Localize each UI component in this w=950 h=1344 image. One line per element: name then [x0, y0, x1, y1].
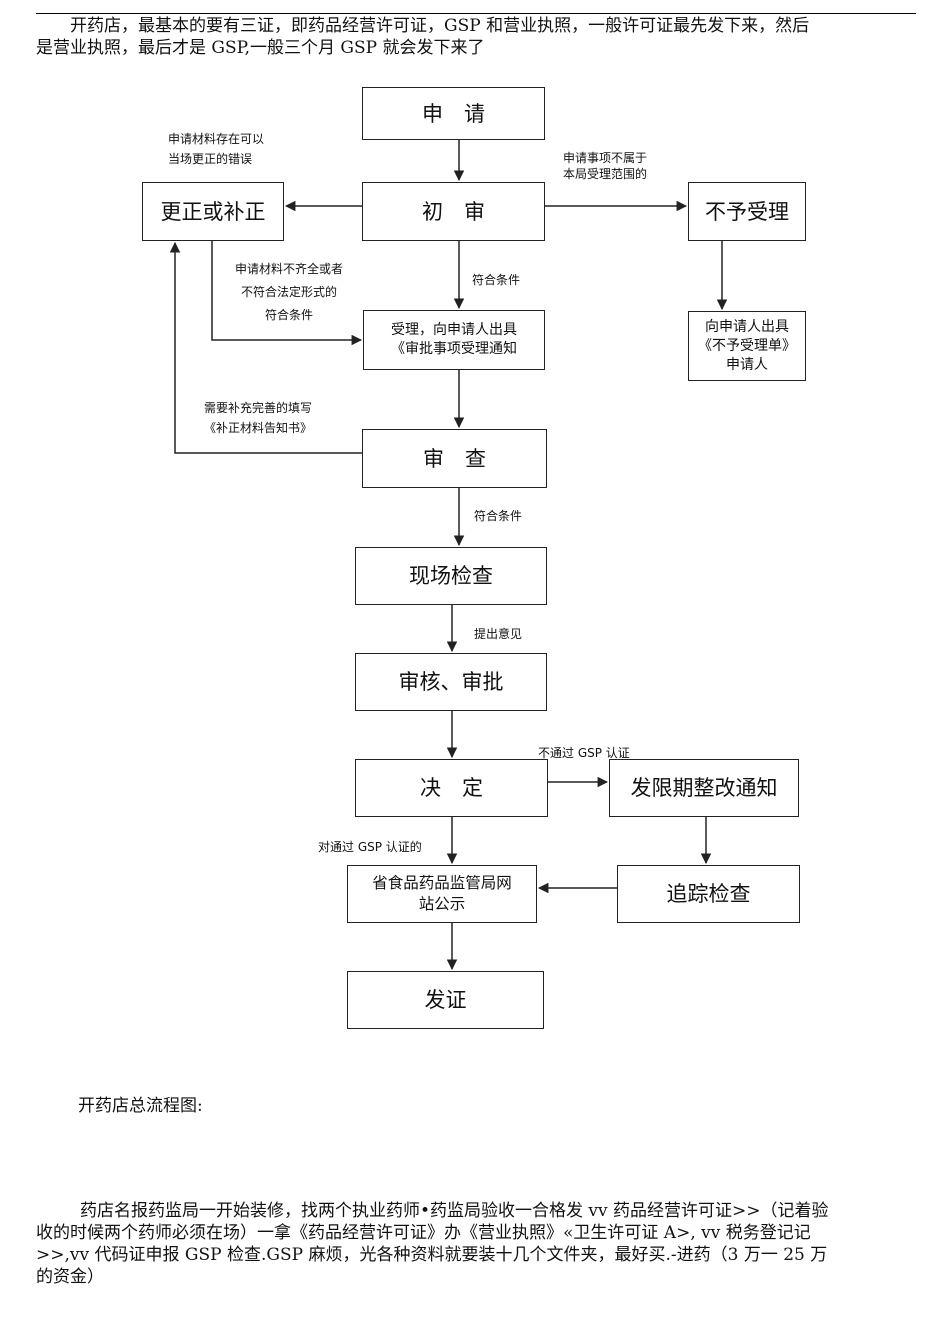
note-gsp-pass-text: 对通过 GSP 认证的 — [318, 840, 422, 854]
flowchart-caption: 开药店总流程图: — [78, 1096, 203, 1116]
box-reject-notice-line-3: 申请人 — [726, 356, 768, 373]
intro-line-2: 是营业执照，最后才是 GSP,一般三个月 GSP 就会发下来了 — [36, 38, 485, 58]
note-gsp-fail-text: 不通过 GSP 认证 — [538, 746, 630, 760]
arrow-correct-to-accept — [211, 241, 363, 346]
box-audit-approve: 审核、审批 — [355, 653, 547, 711]
arrow-examine-to-correct — [169, 241, 362, 454]
box-reject-label: 不予受理 — [705, 199, 789, 224]
box-issue-label: 发证 — [424, 988, 467, 1012]
box-publish: 省食品药品监管局网 站公示 — [347, 865, 537, 923]
box-follow-up-label: 追踪检查 — [666, 882, 751, 906]
note-incomplete-line-2: 不符合法定形式的 — [240, 285, 337, 299]
box-accept-line-1: 受理，向申请人出具 — [391, 322, 517, 338]
body-paragraph: 药店名报药监局一开始装修，找两个执业药师•药监局验收一合格发 vv 药品经营许可… — [36, 1200, 916, 1288]
body-line-1: 药店名报药监局一开始装修，找两个执业药师•药监局验收一合格发 vv 药品经营许可… — [80, 1201, 829, 1221]
flowchart-connectors — [169, 140, 728, 971]
note-gsp-fail: 不通过 GSP 认证 — [538, 743, 630, 763]
box-publish-line-2: 站公示 — [418, 895, 466, 913]
box-initial-review: 初 审 — [362, 182, 545, 241]
box-reject: 不予受理 — [688, 182, 806, 241]
box-correct-label: 更正或补正 — [160, 199, 266, 224]
box-correct: 更正或补正 — [142, 182, 284, 241]
box-examine: 审 查 — [362, 429, 547, 488]
box-apply-label: 申 请 — [422, 101, 485, 126]
top-rule — [36, 13, 916, 14]
note-meets-1-text: 符合条件 — [472, 273, 521, 287]
box-rectify-notice-label: 发限期整改通知 — [630, 776, 778, 800]
note-incomplete: 申请材料不齐全或者 不符合法定形式的 符合条件 — [224, 258, 354, 327]
note-supplement-line-2: 《补正材料告知书》 — [204, 421, 313, 435]
note-out-of-scope-line-2: 本局受理范围的 — [563, 167, 648, 181]
note-out-of-scope-line-1: 申请事项不属于 — [563, 151, 648, 165]
box-reject-notice-line-2: 《不予受理单》 — [698, 337, 796, 354]
body-line-3: >>,vv 代码证申报 GSP 检查.GSP 麻烦，光各种资料就要装十几个文件夹… — [36, 1245, 828, 1265]
note-opinion-text: 提出意见 — [474, 627, 523, 641]
body-line-2: 收的时候两个药师必须在场）一拿《药品经营许可证》办《营业执照》«卫生许可证 A>… — [36, 1223, 811, 1243]
note-opinion: 提出意见 — [474, 624, 522, 644]
note-correctable-line-2: 当场更正的错误 — [168, 152, 253, 166]
box-decision: 决 定 — [355, 759, 548, 817]
box-apply: 申 请 — [362, 87, 545, 140]
note-correctable-line-1: 申请材料存在可以 — [168, 132, 265, 146]
box-reject-notice: 向申请人出具 《不予受理单》 申请人 — [688, 311, 806, 381]
box-rectify-notice: 发限期整改通知 — [609, 759, 799, 817]
box-decision-label: 决 定 — [420, 776, 483, 800]
box-accept: 受理，向申请人出具 《审批事项受理通知 — [363, 310, 545, 370]
box-examine-label: 审 查 — [423, 446, 486, 471]
box-follow-up: 追踪检查 — [617, 865, 800, 923]
note-correctable: 申请材料存在可以 当场更正的错误 — [168, 129, 264, 169]
box-site-inspection-label: 现场检查 — [409, 564, 493, 588]
box-reject-notice-line-1: 向申请人出具 — [705, 318, 789, 335]
box-audit-approve-label: 审核、审批 — [398, 670, 504, 694]
intro-paragraph: 开药店，最基本的要有三证，即药品经营许可证，GSP 和营业执照，一般许可证最先发… — [36, 15, 916, 59]
note-incomplete-line-3: 符合条件 — [264, 308, 313, 322]
box-publish-line-1: 省食品药品监管局网 — [372, 874, 512, 892]
intro-line-1: 开药店，最基本的要有三证，即药品经营许可证，GSP 和营业执照，一般许可证最先发… — [70, 16, 810, 36]
body-line-4: 的资金） — [36, 1267, 104, 1287]
note-meets-2: 符合条件 — [474, 506, 522, 526]
note-out-of-scope: 申请事项不属于 本局受理范围的 — [563, 150, 647, 182]
box-initial-review-label: 初 审 — [422, 199, 485, 224]
note-meets-1: 符合条件 — [472, 270, 520, 290]
box-site-inspection: 现场检查 — [355, 547, 547, 605]
note-gsp-pass: 对通过 GSP 认证的 — [318, 837, 422, 857]
note-meets-2-text: 符合条件 — [474, 509, 523, 523]
box-accept-line-2: 《审批事项受理通知 — [391, 341, 517, 357]
note-incomplete-line-1: 申请材料不齐全或者 — [234, 262, 343, 276]
note-supplement: 需要补充完善的填写 《补正材料告知书》 — [204, 398, 312, 438]
box-issue: 发证 — [347, 971, 544, 1029]
note-supplement-line-1: 需要补充完善的填写 — [204, 401, 313, 415]
